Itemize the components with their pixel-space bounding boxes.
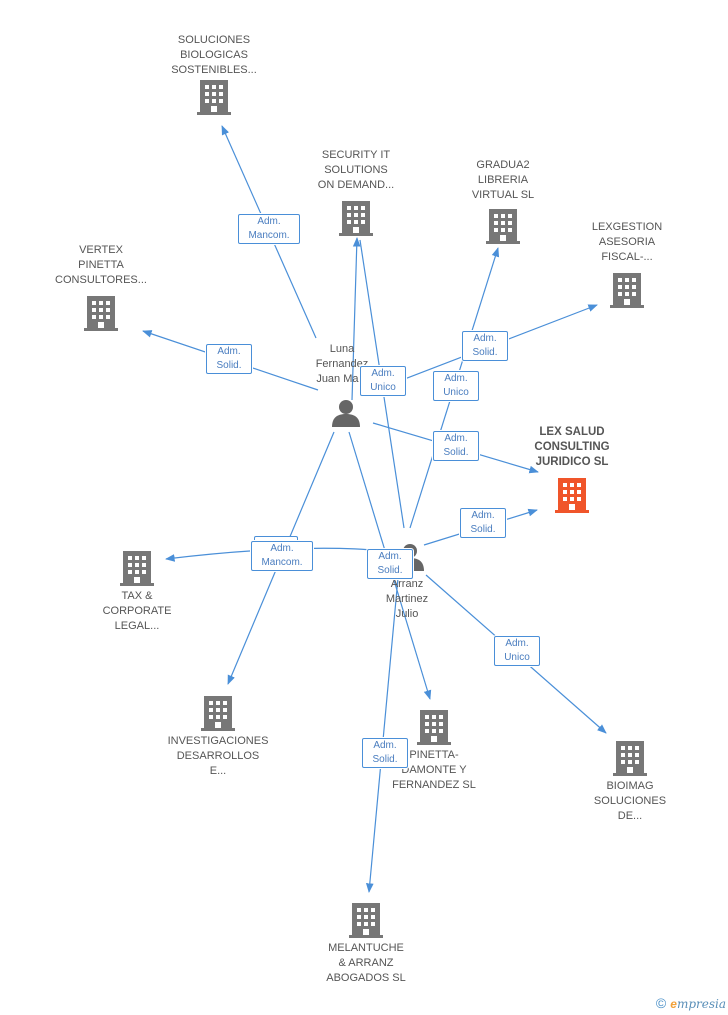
copyright-icon: © (655, 995, 667, 1011)
building-icon (610, 273, 644, 308)
footer-brand: ©empresia (656, 995, 726, 1011)
building-icon (486, 209, 520, 244)
building-icon (84, 296, 118, 331)
building-icon (613, 741, 647, 776)
stacked-badge-edge (254, 536, 298, 543)
building-icon (555, 478, 589, 513)
relation-badge: Adm.Solid. (362, 738, 408, 768)
relation-badge: Adm.Unico (494, 636, 540, 666)
edge-luna-security (351, 237, 361, 401)
building-icon (197, 80, 231, 115)
relation-badge: Adm.Solid. (462, 331, 508, 361)
building-icon (120, 551, 154, 586)
relation-badge: Adm.Solid. (433, 431, 479, 461)
building-icon (339, 201, 373, 236)
building-icon (201, 696, 235, 731)
relation-badge: Adm.Mancom. (251, 541, 313, 571)
relation-badge: Adm.Unico (433, 371, 479, 401)
building-icon (349, 903, 383, 938)
relation-badge: Adm.Unico (360, 366, 406, 396)
brand-initial: e (670, 997, 677, 1011)
brand-name: mpresia (676, 997, 726, 1011)
building-icon (417, 710, 451, 745)
relation-badge: Adm.Mancom. (238, 214, 300, 244)
relation-badge: Adm.Solid. (367, 549, 413, 579)
relation-badge: Adm.Solid. (460, 508, 506, 538)
relation-badge: Adm.Solid. (206, 344, 252, 374)
person-icon[interactable] (331, 398, 361, 428)
edge-arranz-melantuche (365, 577, 399, 893)
